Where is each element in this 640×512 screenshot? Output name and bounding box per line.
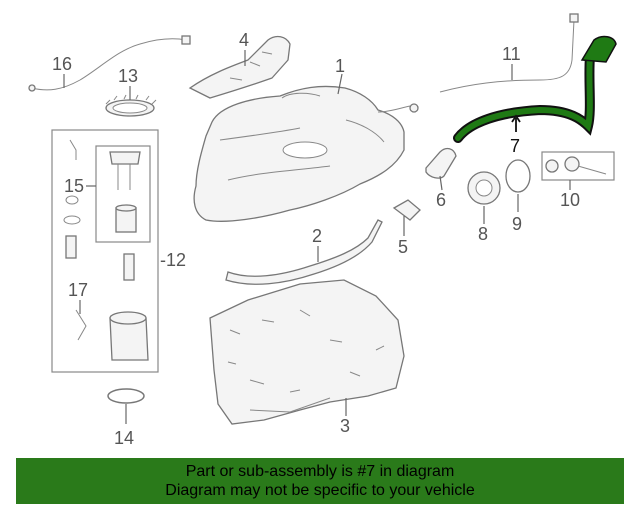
part-2-tank-strap [225,219,383,285]
callout-10: 10 [560,190,580,210]
banner-line-part: Part or sub-assembly is #7 in diagram [185,463,455,480]
callout-14: 14 [114,428,134,448]
callout-12: -12 [160,250,186,270]
part-11-breather-tube [439,13,579,93]
leader-lines [63,50,571,424]
callout-17: 17 [68,280,88,300]
part-1-fuel-tank [193,85,419,222]
callout-11: 11 [502,44,521,64]
part-5-bracket [392,199,421,221]
callout-2: 2 [312,226,322,246]
part-8-filler-neck-seal [467,171,501,205]
callout-3: 3 [340,416,350,436]
part-16-fuel-line [28,35,191,92]
banner-line-disclaimer: Diagram may not be specific to your vehi… [165,482,475,499]
callout-15: 15 [64,176,84,196]
part-3-tank-protector [209,279,405,425]
part-9-gasket [505,159,531,193]
callout-13: 13 [118,66,138,86]
callout-7: 7 [510,136,520,156]
part-6-hose [425,147,457,179]
callout-8: 8 [478,224,488,244]
part-14-gasket-ring [107,388,145,404]
info-banner: Part or sub-assembly is #7 in diagram Di… [16,458,624,504]
callout-6: 6 [436,190,446,210]
part-7-filler-pipe [453,35,617,143]
callout-9: 9 [512,214,522,234]
callout-16: 16 [52,54,72,74]
part-12-pump-box [51,129,159,373]
parts-diagram: 1 2 3 4 5 6 7 8 9 10 11 -12 13 14 15 16 … [28,13,617,448]
part-10-box [541,151,615,181]
part-4-heat-shield [188,35,291,99]
callout-5: 5 [398,237,408,257]
callout-4: 4 [239,30,249,50]
part-13-lock-ring [105,94,157,117]
callout-1: 1 [335,56,345,76]
